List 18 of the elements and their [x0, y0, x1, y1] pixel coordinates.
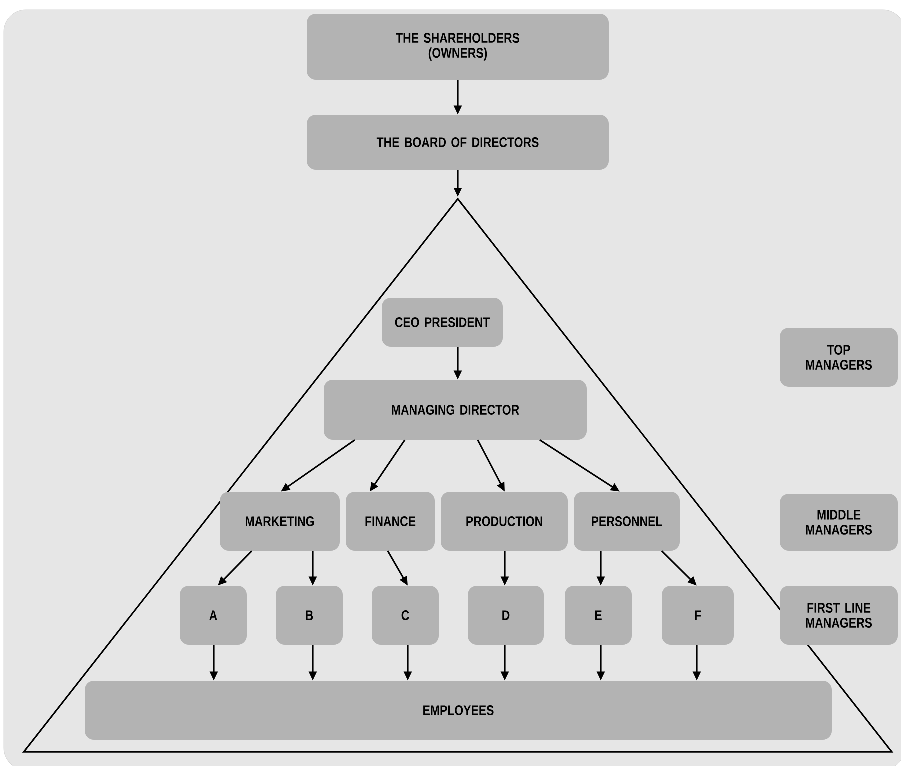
org-box: THE SHAREHOLDERS (OWNERS): [307, 14, 609, 80]
level-box: MIDDLE MANAGERS: [780, 494, 898, 551]
level-box: TOP MANAGERS: [780, 328, 898, 387]
org-box: THE BOARD OF DIRECTORS: [307, 115, 609, 170]
org-box: PRODUCTION: [441, 492, 568, 551]
org-box: D: [468, 586, 544, 645]
level-box: FIRST LINE MANAGERS: [780, 586, 898, 645]
org-box: A: [180, 586, 247, 645]
org-box: MANAGING DIRECTOR: [324, 380, 587, 440]
org-box: E: [565, 586, 632, 645]
org-box: C: [372, 586, 439, 645]
org-box: B: [276, 586, 343, 645]
org-box: EMPLOYEES: [85, 681, 832, 740]
org-box: FINANCE: [346, 492, 435, 551]
org-box: CEO PRESIDENT: [382, 298, 503, 347]
org-box: PERSONNEL: [574, 492, 680, 551]
org-box: MARKETING: [220, 492, 340, 551]
org-box: F: [662, 586, 734, 645]
